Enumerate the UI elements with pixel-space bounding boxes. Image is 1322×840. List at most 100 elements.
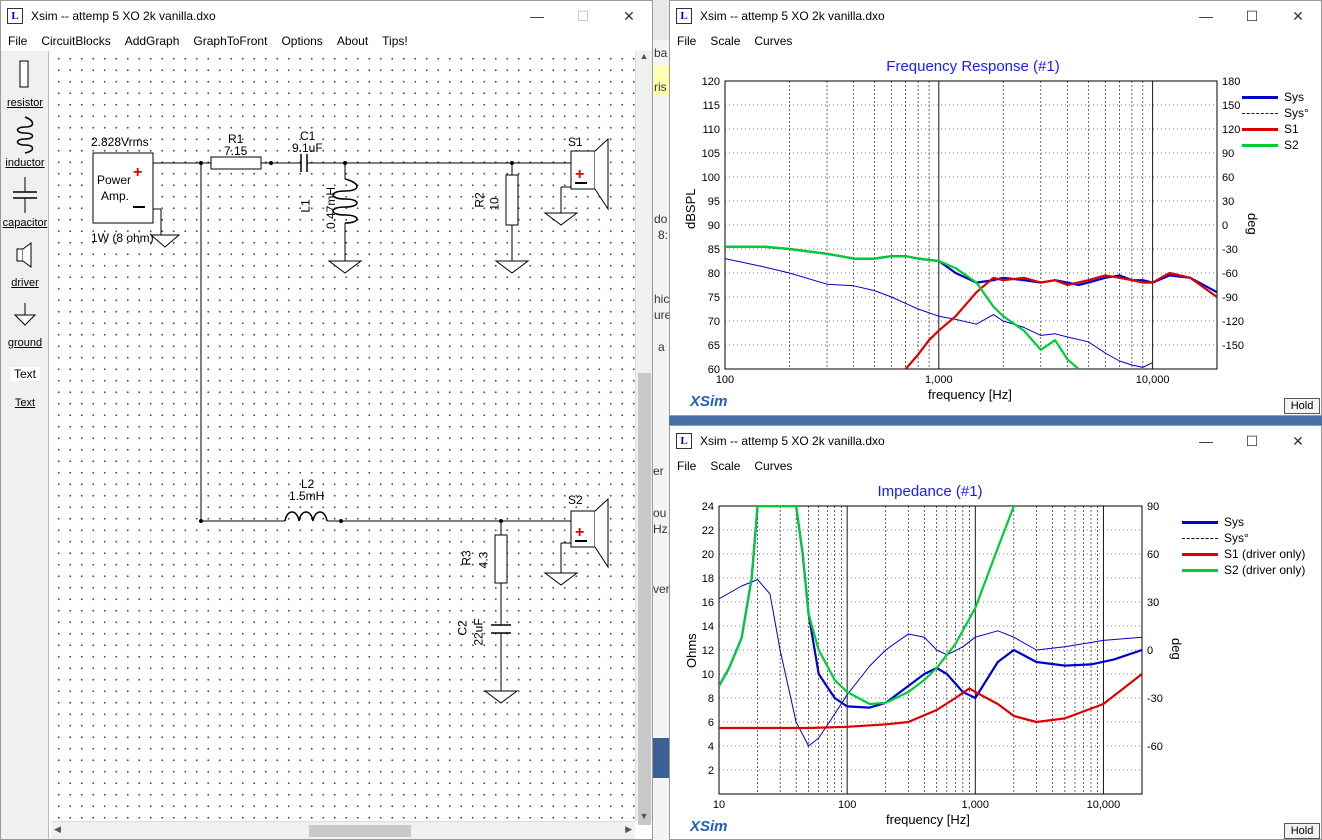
l1-name: L1 — [298, 199, 313, 213]
y2-tick-label: -150 — [1222, 340, 1244, 352]
menu-curves[interactable]: Curves — [754, 459, 793, 473]
y2-tick-label: 0 — [1222, 220, 1228, 232]
schematic-canvas[interactable]: + + + 2.828Vrms Power Amp. 1W (8 ohm) R1… — [51, 51, 636, 821]
minimize-button[interactable]: — — [1199, 433, 1213, 449]
schematic-titlebar[interactable]: L Xsim -- attemp 5 XO 2k vanilla.dxo — ☐… — [1, 1, 652, 31]
s1-driver-cone — [594, 137, 609, 211]
y2-tick-label: 60 — [1147, 549, 1159, 561]
freq-titlebar[interactable]: L Xsim -- attemp 5 XO 2k vanilla.dxo — ☐… — [670, 1, 1321, 31]
ground-icon[interactable] — [11, 301, 39, 329]
scroll-right-arrow-icon[interactable]: ▶ — [625, 824, 632, 834]
inductor-icon[interactable] — [11, 115, 39, 155]
menu-graphtofront[interactable]: GraphToFront — [193, 34, 268, 48]
y2-tick-label: 150 — [1222, 100, 1240, 112]
y-tick-label: 75 — [708, 292, 720, 304]
legend-item-s2: S2 — [1242, 137, 1309, 153]
menu-curves[interactable]: Curves — [754, 34, 793, 48]
y2-tick-label: -30 — [1147, 693, 1163, 705]
y2-tick-label: 30 — [1222, 196, 1234, 208]
s2-driver-cone — [594, 497, 609, 569]
y2-tick-label: 120 — [1222, 124, 1240, 136]
scroll-up-arrow-icon[interactable]: ▲ — [639, 51, 649, 61]
imp-titlebar[interactable]: L Xsim -- attemp 5 XO 2k vanilla.dxo — ☐… — [670, 426, 1321, 456]
y-tick-label: 6 — [708, 717, 714, 729]
menu-options[interactable]: Options — [281, 34, 323, 48]
freq-legend: Sys Sys° S1 S2 — [1242, 89, 1309, 153]
y-tick-label: 18 — [702, 573, 714, 585]
schematic-horizontal-scrollbar[interactable]: ◀ ▶ — [51, 821, 635, 839]
c2-ground — [483, 690, 519, 704]
tool-driver[interactable]: driver — [11, 277, 39, 289]
menu-file[interactable]: File — [8, 34, 28, 48]
y2-tick-label: -60 — [1222, 268, 1238, 280]
legend-item-s1: S1 (driver only) — [1182, 546, 1305, 562]
hold-button[interactable]: Hold — [1284, 398, 1320, 414]
vertical-scroll-thumb[interactable] — [638, 373, 651, 825]
frequency-response-chart[interactable]: 6065707580859095100105110115120-150-120-… — [670, 51, 1322, 416]
amp-voltage-label: 2.828Vrms — [91, 135, 149, 149]
c1-name: C1 — [300, 129, 316, 143]
menu-addgraph[interactable]: AddGraph — [124, 34, 180, 48]
series-line-s2-driver-only- — [719, 506, 1015, 706]
tool-inductor[interactable]: inductor — [5, 157, 45, 169]
y-tick-label: 100 — [702, 172, 720, 184]
tool-text[interactable]: Text — [14, 397, 36, 409]
schematic-window-title: Xsim -- attemp 5 XO 2k vanilla.dxo — [31, 9, 216, 23]
menu-scale[interactable]: Scale — [710, 459, 741, 473]
maximize-button[interactable]: ☐ — [1245, 432, 1259, 449]
s2-name: S2 — [568, 493, 583, 507]
frequency-response-window: L Xsim -- attemp 5 XO 2k vanilla.dxo — ☐… — [669, 0, 1322, 416]
schematic-vertical-scrollbar[interactable]: ▲ ▼ — [635, 51, 652, 825]
close-button[interactable]: ✕ — [623, 7, 635, 24]
y-tick-label: 20 — [702, 549, 714, 561]
minimize-button[interactable]: — — [530, 8, 544, 24]
y-tick-label: 85 — [708, 244, 720, 256]
menu-tips[interactable]: Tips! — [382, 34, 408, 48]
freq-graph-title: Frequency Response (#1) — [886, 58, 1060, 75]
tool-resistor[interactable]: resistor — [6, 97, 44, 109]
component-toolbox: resistor inductor capacitor driver groun… — [1, 51, 49, 839]
y2-tick-label: -90 — [1222, 292, 1238, 304]
menu-file[interactable]: File — [677, 34, 697, 48]
menu-file[interactable]: File — [677, 459, 697, 473]
y-tick-label: 90 — [708, 220, 720, 232]
scroll-left-arrow-icon[interactable]: ◀ — [54, 824, 61, 834]
r3-value: 4.3 — [476, 551, 491, 569]
scroll-down-arrow-icon[interactable]: ▼ — [639, 811, 649, 821]
r3-resistor — [494, 534, 508, 584]
y-tick-label: 2 — [708, 765, 714, 777]
y-tick-label: 8 — [708, 693, 714, 705]
grid — [724, 80, 1218, 370]
minimize-button[interactable]: — — [1199, 8, 1213, 24]
close-button[interactable]: ✕ — [1292, 432, 1304, 449]
y-tick-label: 80 — [708, 268, 720, 280]
y-tick-label: 22 — [702, 525, 714, 537]
resistor-icon[interactable] — [11, 59, 39, 91]
menu-about[interactable]: About — [336, 34, 369, 48]
menu-scale[interactable]: Scale — [710, 34, 741, 48]
s2-plus-sign: + — [575, 524, 584, 541]
imp-xlabel: frequency [Hz] — [886, 812, 970, 827]
horizontal-scroll-thumb[interactable] — [309, 825, 411, 837]
menu-circuitblocks[interactable]: CircuitBlocks — [41, 34, 111, 48]
hold-button[interactable]: Hold — [1284, 823, 1320, 839]
imp-legend: Sys Sys° S1 (driver only) S2 (driver onl… — [1182, 514, 1305, 578]
power-amp-block — [92, 152, 154, 224]
driver-icon[interactable] — [11, 241, 39, 271]
r2-name: R2 — [472, 192, 487, 208]
tool-ground[interactable]: ground — [7, 337, 43, 349]
y2-tick-label: 30 — [1147, 597, 1159, 609]
xsim-app-icon: L — [676, 433, 692, 449]
tool-capacitor[interactable]: capacitor — [2, 217, 48, 229]
close-button[interactable]: ✕ — [1292, 7, 1304, 24]
maximize-button[interactable]: ☐ — [576, 7, 590, 24]
maximize-button[interactable]: ☐ — [1245, 7, 1259, 24]
x-tick-label: 100 — [716, 374, 734, 386]
legend-item-sys-phase: Sys° — [1242, 105, 1309, 121]
s2-ground — [543, 572, 579, 586]
capacitor-icon[interactable] — [11, 175, 39, 215]
amp-power-label: 1W (8 ohm) — [91, 231, 154, 245]
text-icon[interactable]: Text — [10, 367, 40, 381]
plot-frame — [718, 505, 1143, 795]
